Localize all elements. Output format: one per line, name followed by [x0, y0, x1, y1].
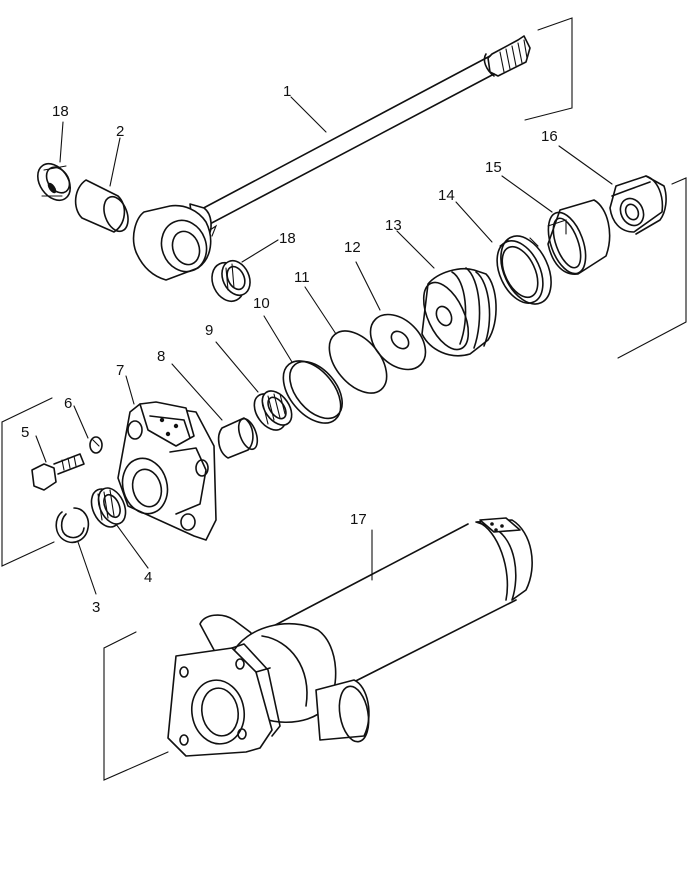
- spherical-bearing-18-upper: [36, 162, 72, 202]
- piston-nut-16: [609, 175, 667, 235]
- callout-3: 3: [92, 599, 100, 616]
- leader-lines: [35, 96, 613, 595]
- callout-5: 5: [21, 424, 29, 441]
- callout-18-lower: 18: [279, 230, 296, 247]
- callout-9: 9: [205, 322, 213, 339]
- callout-15: 15: [485, 159, 502, 176]
- spherical-bearing-18-lower: [211, 259, 251, 303]
- bushing-2: [74, 179, 129, 233]
- piston-13: [421, 267, 497, 357]
- o-ring-11: [328, 330, 388, 394]
- callout-2: 2: [116, 123, 124, 140]
- callout-4: 4: [144, 569, 152, 586]
- callout-8: 8: [157, 348, 165, 365]
- callout-1: 1: [283, 83, 291, 100]
- cylinder-tube-17: [167, 517, 533, 757]
- callout-12: 12: [344, 239, 361, 256]
- seal-9: [253, 390, 293, 431]
- wear-ring-14: [496, 235, 552, 305]
- snap-ring-3: [55, 507, 90, 544]
- cylinder-head-7: [117, 401, 217, 541]
- seal-4: [90, 487, 127, 528]
- callout-13: 13: [385, 217, 402, 234]
- bolt-5: [31, 453, 85, 491]
- assembly-bracket-lines: [1, 17, 687, 781]
- backup-ring-10: [282, 360, 343, 424]
- callout-14: 14: [438, 187, 455, 204]
- ring-15: [547, 199, 611, 275]
- callout-10: 10: [253, 295, 270, 312]
- bushing-8: [217, 417, 259, 459]
- callout-17: 17: [350, 511, 367, 528]
- callout-16: 16: [541, 128, 558, 145]
- washer-12: [369, 313, 427, 371]
- callout-11: 11: [294, 269, 310, 286]
- callout-18-upper: 18: [52, 103, 69, 120]
- callout-6: 6: [64, 395, 72, 412]
- lock-washer-6: [89, 436, 103, 454]
- piston-rod-part: [132, 35, 531, 281]
- callout-labels: 1 2 3 4 5 6 7 8 9 10 11 12 13 14 15 16 1…: [21, 83, 558, 616]
- callout-7: 7: [116, 362, 124, 379]
